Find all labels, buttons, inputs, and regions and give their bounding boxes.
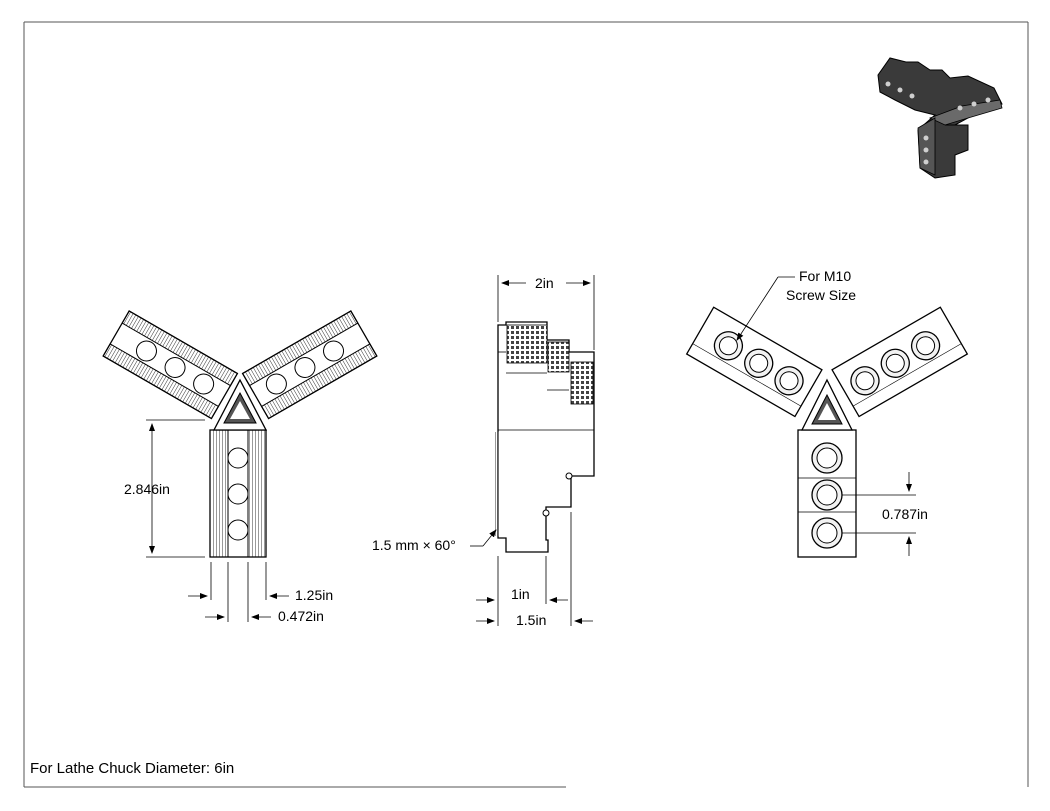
middle-dimensions xyxy=(470,275,595,626)
dim-height-label: 2.846in xyxy=(124,481,170,497)
dim-step2-label: 1.5in xyxy=(516,612,546,628)
isometric-jaw-icon xyxy=(877,57,1003,179)
top-view-left xyxy=(102,310,378,558)
dim-channel-width-label: 0.472in xyxy=(278,608,324,624)
dim-hole-pitch-label: 0.787in xyxy=(882,506,928,522)
callout-line-1: For M10 xyxy=(799,268,851,284)
drawing-frame xyxy=(23,21,1029,788)
side-view-middle xyxy=(494,321,595,553)
dim-depth-label: 2in xyxy=(535,275,554,291)
left-dimensions xyxy=(146,419,289,622)
dim-step1-label: 1in xyxy=(511,586,530,602)
footer-note: For Lathe Chuck Diameter: 6in xyxy=(30,760,235,777)
dim-slot-width-label: 1.25in xyxy=(295,587,333,603)
right-dimensions xyxy=(736,276,916,556)
dim-chamfer-label: 1.5 mm × 60° xyxy=(372,537,456,553)
bottom-view-right xyxy=(685,306,969,558)
callout-line-2: Screw Size xyxy=(786,287,856,303)
